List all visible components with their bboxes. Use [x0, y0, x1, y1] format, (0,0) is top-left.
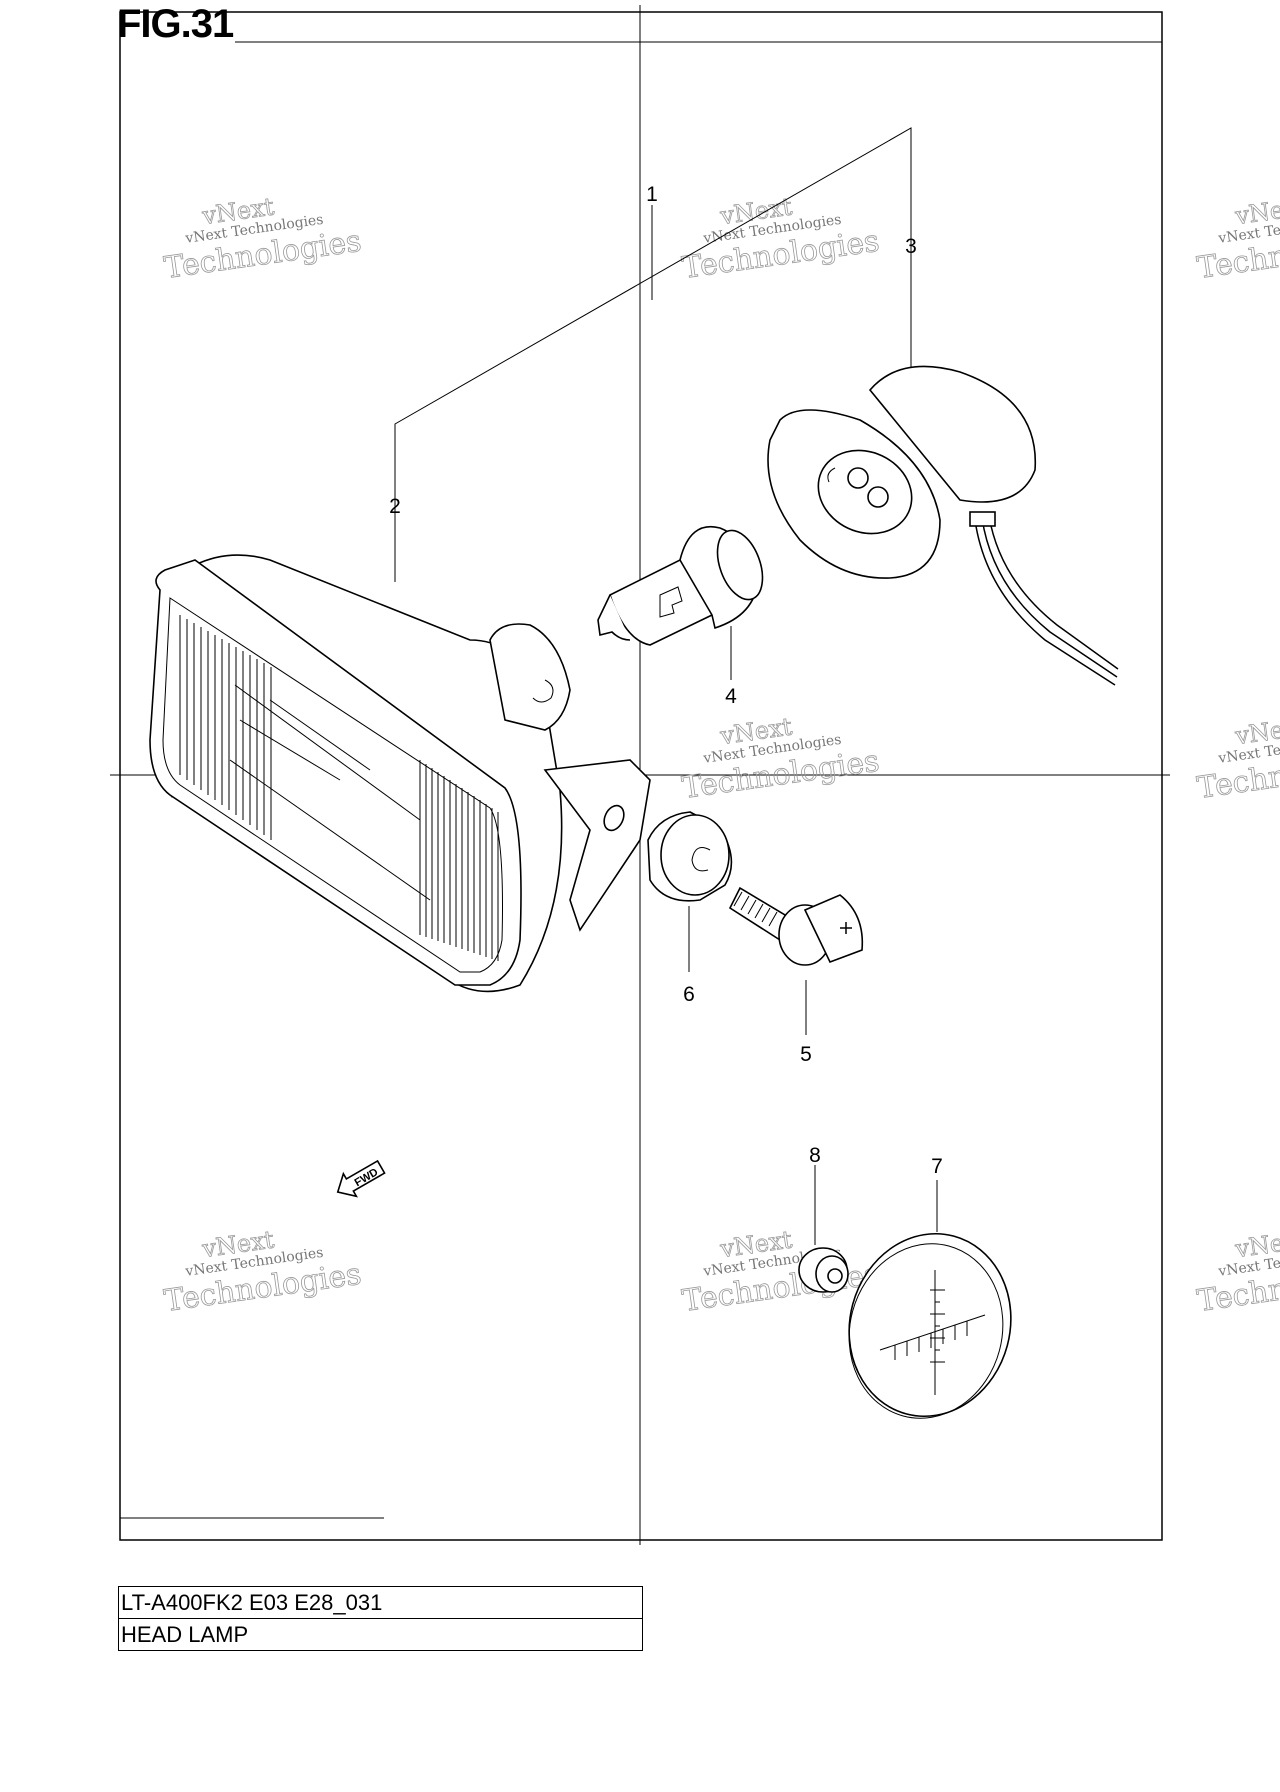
lens-pattern	[179, 615, 499, 961]
socket-wire-2	[981, 517, 1118, 678]
leader-bracket-1	[394, 127, 912, 582]
callout-1: 1	[646, 183, 658, 206]
figure-title: FIG.31	[117, 2, 234, 46]
bolt-thread-line	[747, 899, 757, 915]
caption-model: LT-A400FK2 E03 E28_031	[121, 1590, 383, 1615]
callout-7: 7	[931, 1155, 943, 1178]
watermark-6: vNext vNext Technologies Technologies	[1195, 712, 1280, 806]
leader-lines	[394, 127, 938, 1245]
lens-hatch-line	[229, 759, 431, 901]
socket-clip	[532, 679, 554, 703]
bolt-thread-line	[740, 895, 750, 911]
headlamp-unit	[149, 554, 651, 993]
bulb-flange	[716, 529, 764, 601]
fwd-arrow-shape	[336, 1159, 386, 1198]
socket-pin-2	[867, 486, 889, 508]
socket-wire-1	[974, 519, 1116, 686]
callout-8: 8	[809, 1144, 821, 1167]
bolt	[728, 886, 864, 966]
fwd-label: FWD	[353, 1166, 381, 1189]
watermark-1: vNext vNext Technologies Technologies	[162, 192, 364, 286]
bolt-thread-line	[768, 911, 778, 927]
watermark-9: vNext vNext Technologies Technologies	[1195, 1225, 1280, 1319]
bulb-filament	[659, 586, 683, 618]
bulb-tip	[597, 594, 631, 641]
caption-table: LT-A400FK2 E03 E28_031 HEAD LAMP	[118, 1586, 643, 1651]
nut-hole	[827, 1268, 843, 1284]
callout-3: 3	[905, 235, 917, 258]
bracket-hole	[603, 804, 625, 832]
socket-body	[868, 365, 1037, 503]
bolt-cross	[840, 922, 852, 934]
bolt-head	[803, 894, 864, 964]
lamp-cap	[848, 1232, 1012, 1419]
bolt-thread-line	[733, 891, 743, 907]
watermark-2: vNext vNext Technologies Technologies	[680, 192, 882, 286]
cap-pattern	[879, 1270, 986, 1395]
bolt-thread-line	[754, 903, 764, 919]
socket-wire-3	[988, 515, 1119, 670]
cap-face	[848, 1243, 1004, 1419]
fwd-arrow-icon: FWD	[336, 1159, 386, 1198]
callout-4: 4	[725, 685, 737, 708]
cap-cross-line	[879, 1314, 986, 1351]
socket-pin-1	[847, 467, 869, 489]
headlamp-bracket	[543, 759, 651, 932]
bolt-thread-line	[761, 907, 771, 923]
bulb	[597, 526, 764, 646]
socket-tab	[827, 467, 836, 483]
watermark-8: vNext vNext Technologies Technologies	[680, 1225, 882, 1319]
nut	[798, 1247, 849, 1293]
watermark-5: vNext vNext Technologies Technologies	[680, 712, 882, 806]
bulb-socket	[767, 365, 1119, 686]
watermark-3: vNext vNext Technologies Technologies	[1195, 192, 1280, 286]
callout-6: 6	[683, 983, 695, 1006]
bolt-threads	[733, 891, 778, 927]
grommet-hole	[691, 847, 711, 872]
caption-section: HEAD LAMP	[119, 1618, 642, 1650]
socket-inner	[817, 449, 913, 535]
headlamp-socket-boss	[489, 623, 571, 731]
callout-labels: 1 2 3 4 5 6 7 8	[389, 183, 943, 1178]
callout-5: 5	[800, 1043, 812, 1066]
lens-hatch-line	[269, 699, 371, 771]
lens-hatch-line	[239, 719, 341, 781]
cap-rim	[848, 1232, 1012, 1418]
frame-border	[119, 11, 1163, 1541]
callout-2: 2	[389, 495, 401, 518]
lens-hatch-line	[234, 684, 421, 821]
grommet	[647, 811, 733, 902]
grommet-face	[660, 814, 730, 896]
wire-grommet	[969, 511, 996, 527]
watermark-7: vNext vNext Technologies Technologies	[162, 1225, 364, 1319]
